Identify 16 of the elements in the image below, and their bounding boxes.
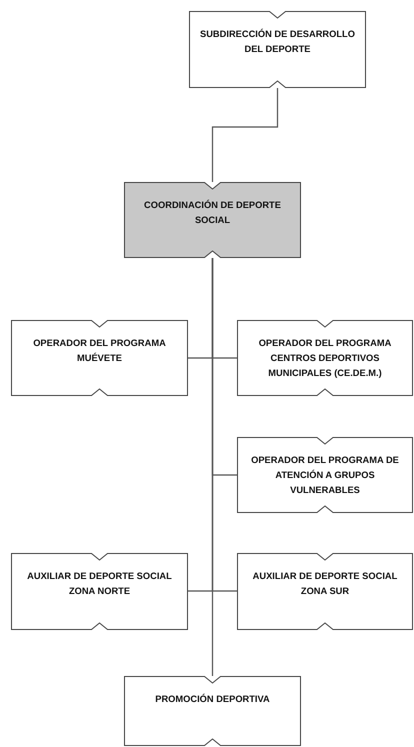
box-label: SUBDIRECCIÓN DE DESARROLLO DEL DEPORTE	[199, 28, 356, 56]
box-label: AUXILIAR DE DEPORTE SOCIAL ZONA SUR	[252, 570, 398, 598]
org-chart-box	[11, 320, 188, 396]
box-label: PROMOCIÓN DEPORTIVA	[154, 692, 271, 706]
org-chart-box	[124, 182, 301, 258]
box-label: OPERADOR DEL PROGRAMA CENTROS DEPORTIVOS MUNICIPALES (CE.DE.M.)	[258, 337, 392, 380]
org-chart-box	[124, 676, 301, 746]
org-chart-box	[189, 11, 366, 88]
org-chart-box	[11, 553, 188, 630]
org-chart-box	[237, 437, 413, 513]
box-label: OPERADOR DEL PROGRAMA MUÉVETE	[32, 337, 167, 365]
org-chart-box	[237, 553, 413, 630]
org-chart-box	[237, 320, 413, 396]
box-label: OPERADOR DEL PROGRAMA DE ATENCIÓN A GRUPOS VULNERABLES	[250, 454, 400, 497]
box-label: AUXILIAR DE DEPORTE SOCIAL ZONA NORTE	[26, 570, 173, 598]
box-label: COORDINACIÓN DE DEPORTE SOCIAL	[143, 198, 282, 227]
